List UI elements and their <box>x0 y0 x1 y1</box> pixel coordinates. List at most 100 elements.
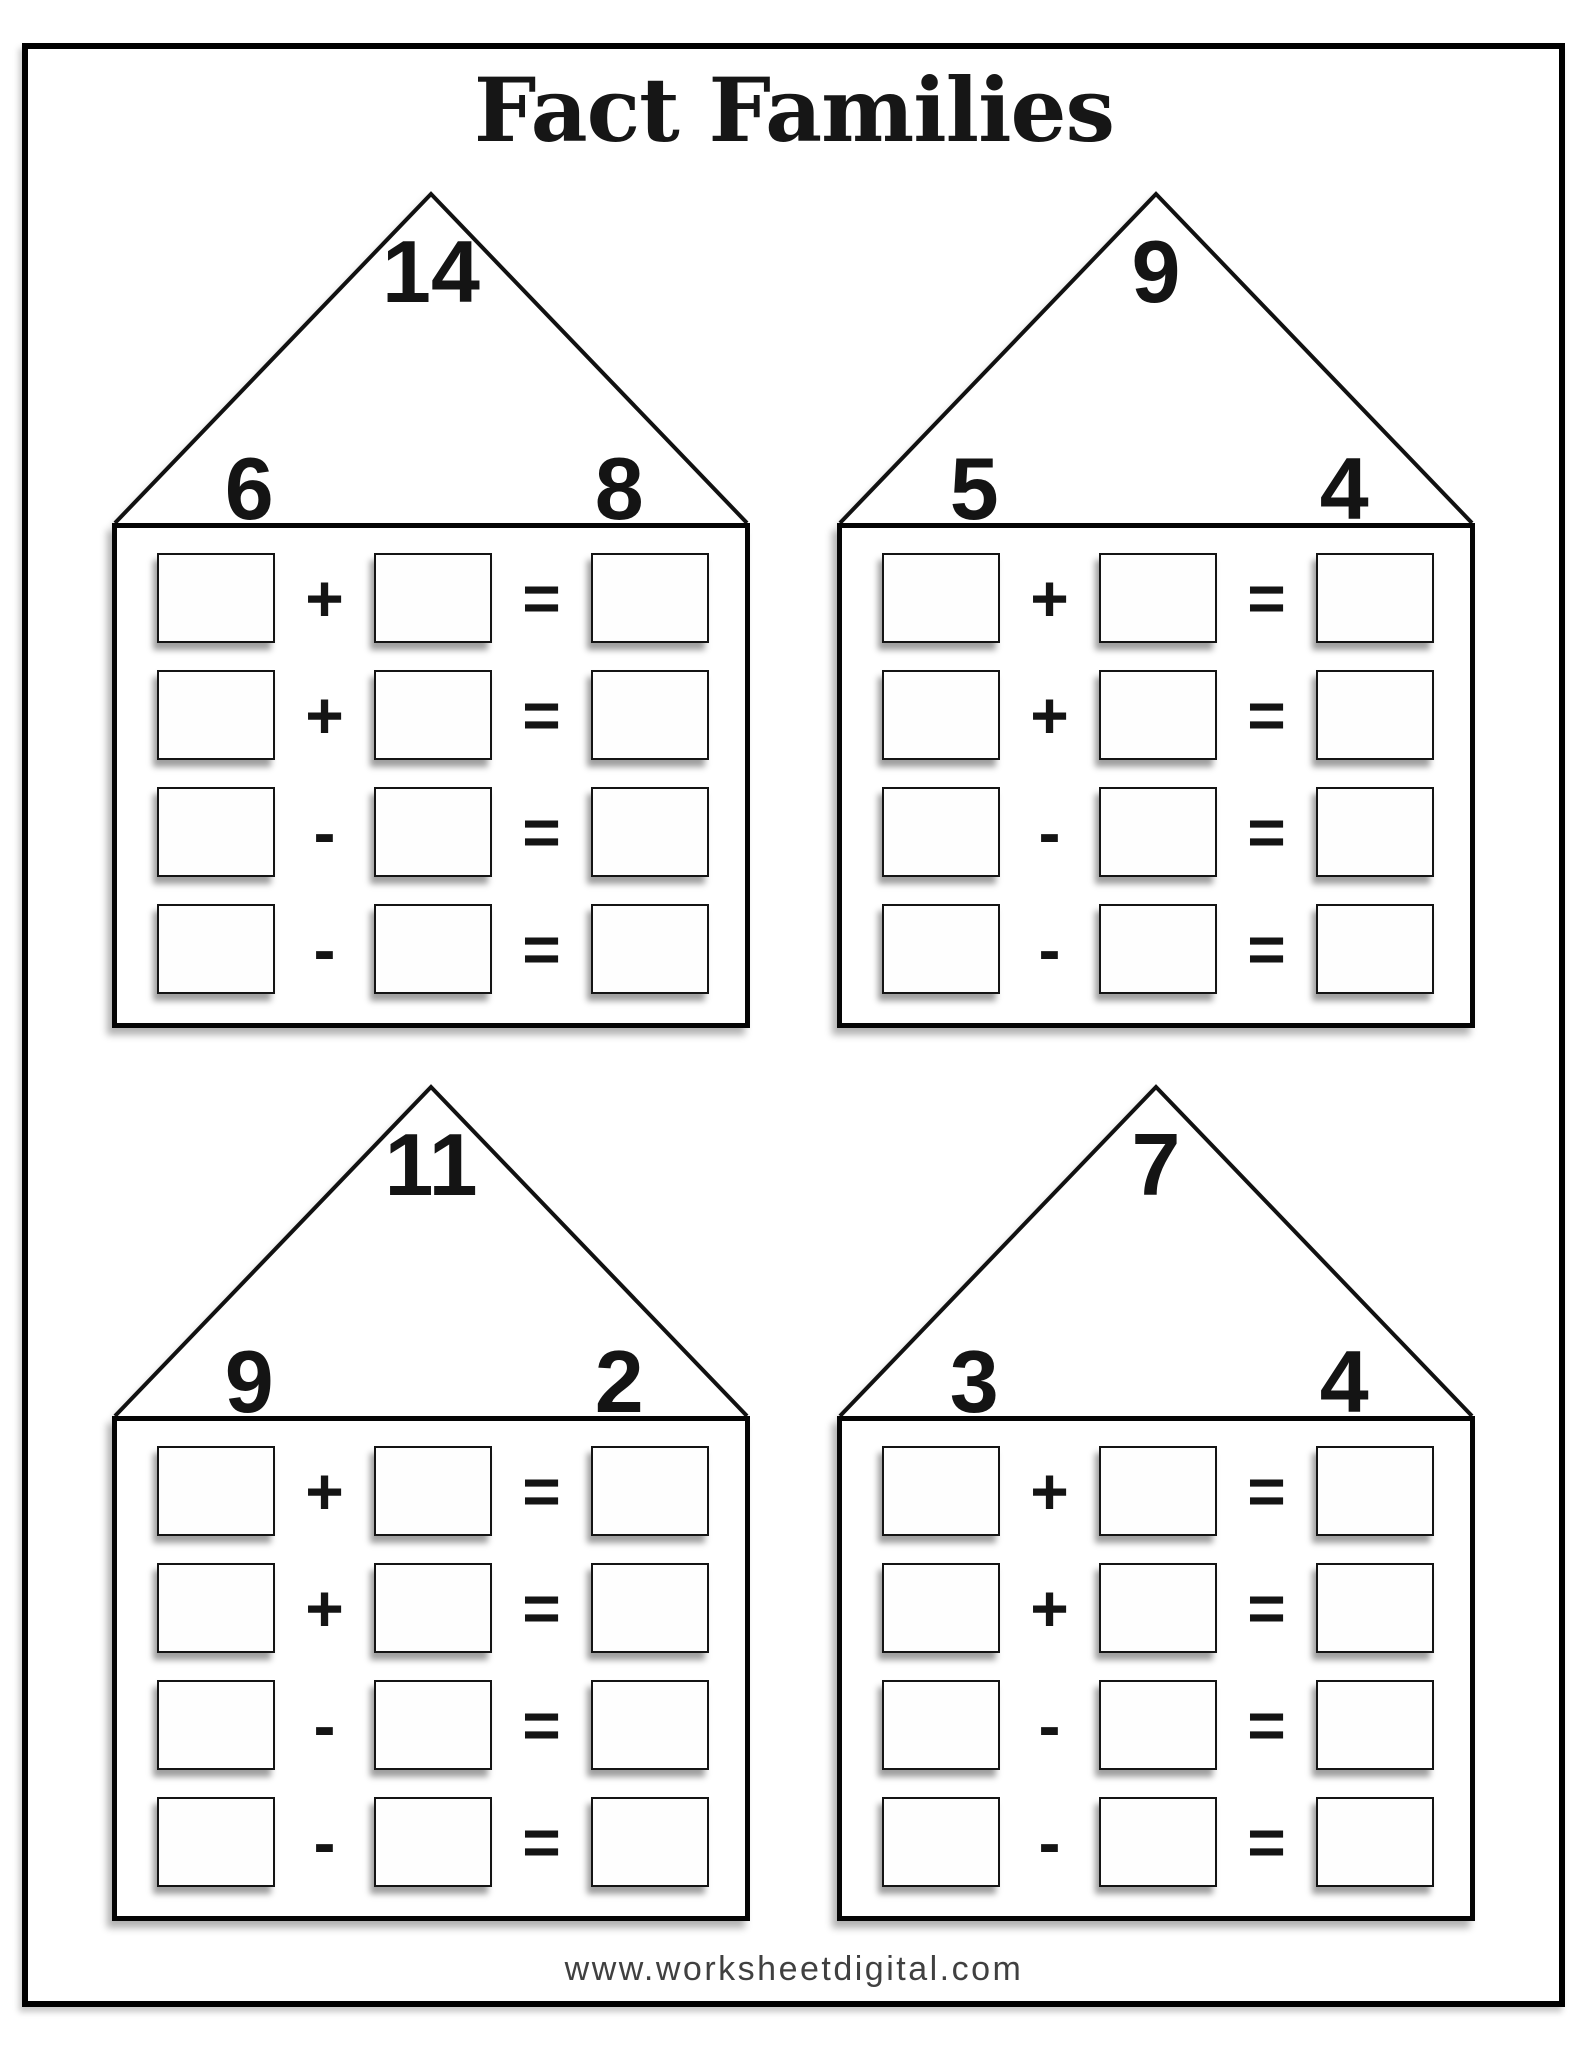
answer-box[interactable] <box>1316 1680 1434 1770</box>
answer-box[interactable] <box>1316 670 1434 760</box>
footer-url: www.worksheetdigital.com <box>564 1950 1024 1988</box>
answer-box[interactable] <box>591 1446 709 1536</box>
roof-right-addend: 4 <box>1319 1332 1369 1431</box>
equals-symbol: = <box>1247 912 1286 986</box>
answer-box[interactable] <box>1316 553 1434 643</box>
fact-family-house-3: 11 9 2 + = + = - = <box>112 1083 750 1921</box>
answer-box[interactable] <box>1099 787 1217 877</box>
equals-symbol: = <box>522 1571 561 1645</box>
equation-row: + = <box>882 1446 1434 1536</box>
roof-left-addend: 9 <box>224 1332 274 1431</box>
roof-right-addend: 8 <box>594 439 644 538</box>
house-4-roof: 7 3 4 <box>837 1083 1475 1426</box>
fact-family-house-2: 9 5 4 + = + = - = <box>837 190 1475 1028</box>
equals-symbol: = <box>522 795 561 869</box>
answer-box[interactable] <box>157 904 275 994</box>
answer-box[interactable] <box>374 904 492 994</box>
equation-row: + = <box>882 1563 1434 1653</box>
answer-box[interactable] <box>374 1680 492 1770</box>
roof-left-addend: 3 <box>949 1332 999 1431</box>
answer-box[interactable] <box>374 553 492 643</box>
answer-box[interactable] <box>1316 1446 1434 1536</box>
answer-box[interactable] <box>157 1797 275 1887</box>
answer-box[interactable] <box>591 670 709 760</box>
answer-box[interactable] <box>157 670 275 760</box>
page-title: Fact Families <box>473 58 1115 162</box>
equation-row: - = <box>882 1797 1434 1887</box>
answer-box[interactable] <box>1099 1797 1217 1887</box>
answer-box[interactable] <box>591 1563 709 1653</box>
house-1-body: + = + = - = - <box>112 523 750 1028</box>
answer-box[interactable] <box>591 553 709 643</box>
equals-symbol: = <box>1247 1454 1286 1528</box>
equals-symbol: = <box>522 678 561 752</box>
operator-symbol: - <box>313 795 336 869</box>
equals-symbol: = <box>1247 1571 1286 1645</box>
equation-row: - = <box>157 1797 709 1887</box>
equation-row: - = <box>882 1680 1434 1770</box>
roof-triangle-icon <box>113 191 749 523</box>
operator-symbol: - <box>313 912 336 986</box>
answer-box[interactable] <box>882 1797 1000 1887</box>
roof-total-number: 9 <box>1131 222 1181 321</box>
answer-box[interactable] <box>882 904 1000 994</box>
answer-box[interactable] <box>1099 904 1217 994</box>
answer-box[interactable] <box>1316 904 1434 994</box>
operator-symbol: + <box>1030 561 1069 635</box>
answer-box[interactable] <box>882 1563 1000 1653</box>
answer-box[interactable] <box>591 787 709 877</box>
answer-box[interactable] <box>882 1680 1000 1770</box>
answer-box[interactable] <box>591 1797 709 1887</box>
equation-row: + = <box>882 553 1434 643</box>
equation-row: - = <box>157 1680 709 1770</box>
house-4-body: + = + = - = - <box>837 1416 1475 1921</box>
equation-row: - = <box>157 787 709 877</box>
answer-box[interactable] <box>157 1446 275 1536</box>
roof-right-addend: 2 <box>594 1332 644 1431</box>
equals-symbol: = <box>522 561 561 635</box>
answer-box[interactable] <box>882 553 1000 643</box>
operator-symbol: + <box>305 678 344 752</box>
answer-box[interactable] <box>374 670 492 760</box>
equation-row: - = <box>882 787 1434 877</box>
answer-box[interactable] <box>1099 670 1217 760</box>
answer-box[interactable] <box>1099 1446 1217 1536</box>
roof-total-number: 7 <box>1131 1115 1181 1214</box>
house-3-body: + = + = - = - <box>112 1416 750 1921</box>
answer-box[interactable] <box>1316 787 1434 877</box>
house-1-roof: 14 6 8 <box>112 190 750 533</box>
answer-box[interactable] <box>374 1797 492 1887</box>
answer-box[interactable] <box>374 1446 492 1536</box>
equals-symbol: = <box>522 1688 561 1762</box>
equals-symbol: = <box>522 912 561 986</box>
answer-box[interactable] <box>157 1680 275 1770</box>
house-2-body: + = + = - = - <box>837 523 1475 1028</box>
answer-box[interactable] <box>1099 553 1217 643</box>
answer-box[interactable] <box>882 670 1000 760</box>
answer-box[interactable] <box>157 553 275 643</box>
answer-box[interactable] <box>1099 1680 1217 1770</box>
answer-box[interactable] <box>591 904 709 994</box>
roof-triangle-icon <box>838 1084 1474 1416</box>
answer-box[interactable] <box>157 1563 275 1653</box>
equation-row: + = <box>157 553 709 643</box>
answer-box[interactable] <box>591 1680 709 1770</box>
answer-box[interactable] <box>374 1563 492 1653</box>
equation-row: + = <box>157 670 709 760</box>
answer-box[interactable] <box>1316 1563 1434 1653</box>
equation-row: + = <box>157 1563 709 1653</box>
answer-box[interactable] <box>374 787 492 877</box>
answer-box[interactable] <box>1316 1797 1434 1887</box>
answer-box[interactable] <box>882 1446 1000 1536</box>
answer-box[interactable] <box>882 787 1000 877</box>
operator-symbol: + <box>305 561 344 635</box>
fact-family-house-4: 7 3 4 + = + = - = <box>837 1083 1475 1921</box>
operator-symbol: - <box>1038 795 1061 869</box>
equals-symbol: = <box>1247 561 1286 635</box>
answer-box[interactable] <box>157 787 275 877</box>
equals-symbol: = <box>1247 678 1286 752</box>
operator-symbol: - <box>1038 1688 1061 1762</box>
answer-box[interactable] <box>1099 1563 1217 1653</box>
equation-row: - = <box>157 904 709 994</box>
